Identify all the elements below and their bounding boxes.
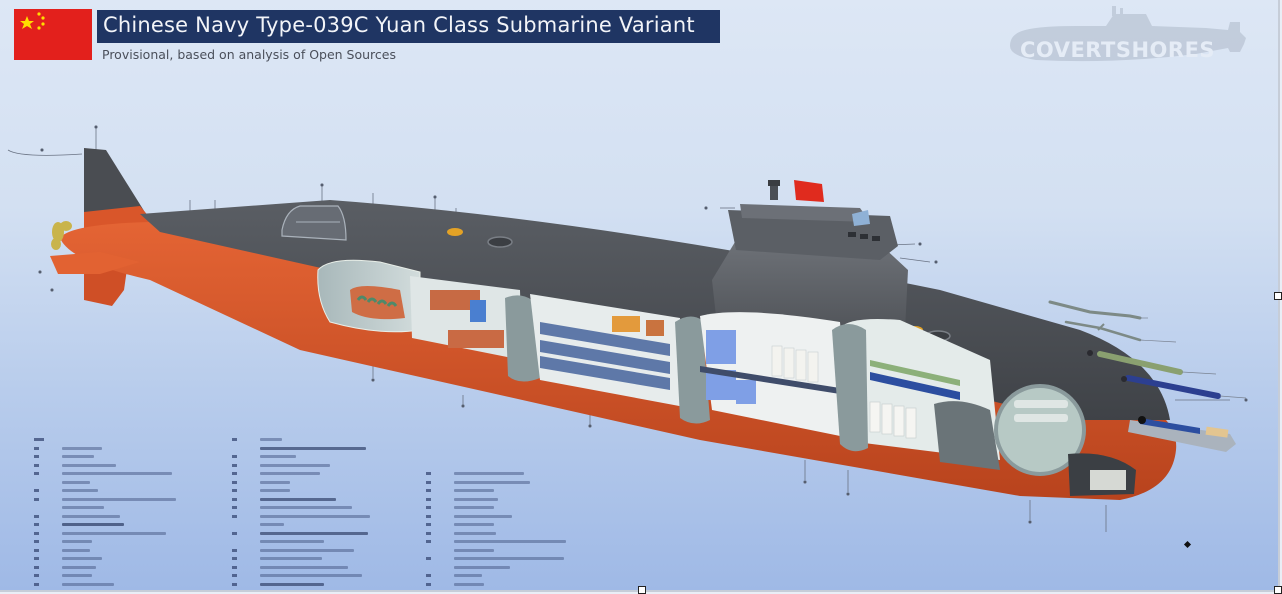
propeller — [51, 221, 72, 250]
diagram-subtitle: Provisional, based on analysis of Open S… — [102, 47, 396, 62]
resize-handle-bottom[interactable] — [638, 586, 646, 594]
exploded-weapons — [1048, 300, 1247, 399]
anchor-marker — [1183, 540, 1192, 549]
resize-handle-bottom-right[interactable] — [1274, 586, 1282, 594]
resize-handle-right[interactable] — [1274, 292, 1282, 300]
submarine-cutaway-illustration — [7, 125, 1248, 532]
covertshores-watermark: COVERTSHORES — [996, 4, 1258, 70]
diagram-title: Chinese Navy Type-039C Yuan Class Submar… — [103, 13, 695, 37]
watermark-text: COVERTSHORES — [1020, 38, 1216, 62]
china-flag-icon — [14, 9, 92, 60]
title-banner: Chinese Navy Type-039C Yuan Class Submar… — [97, 10, 720, 43]
